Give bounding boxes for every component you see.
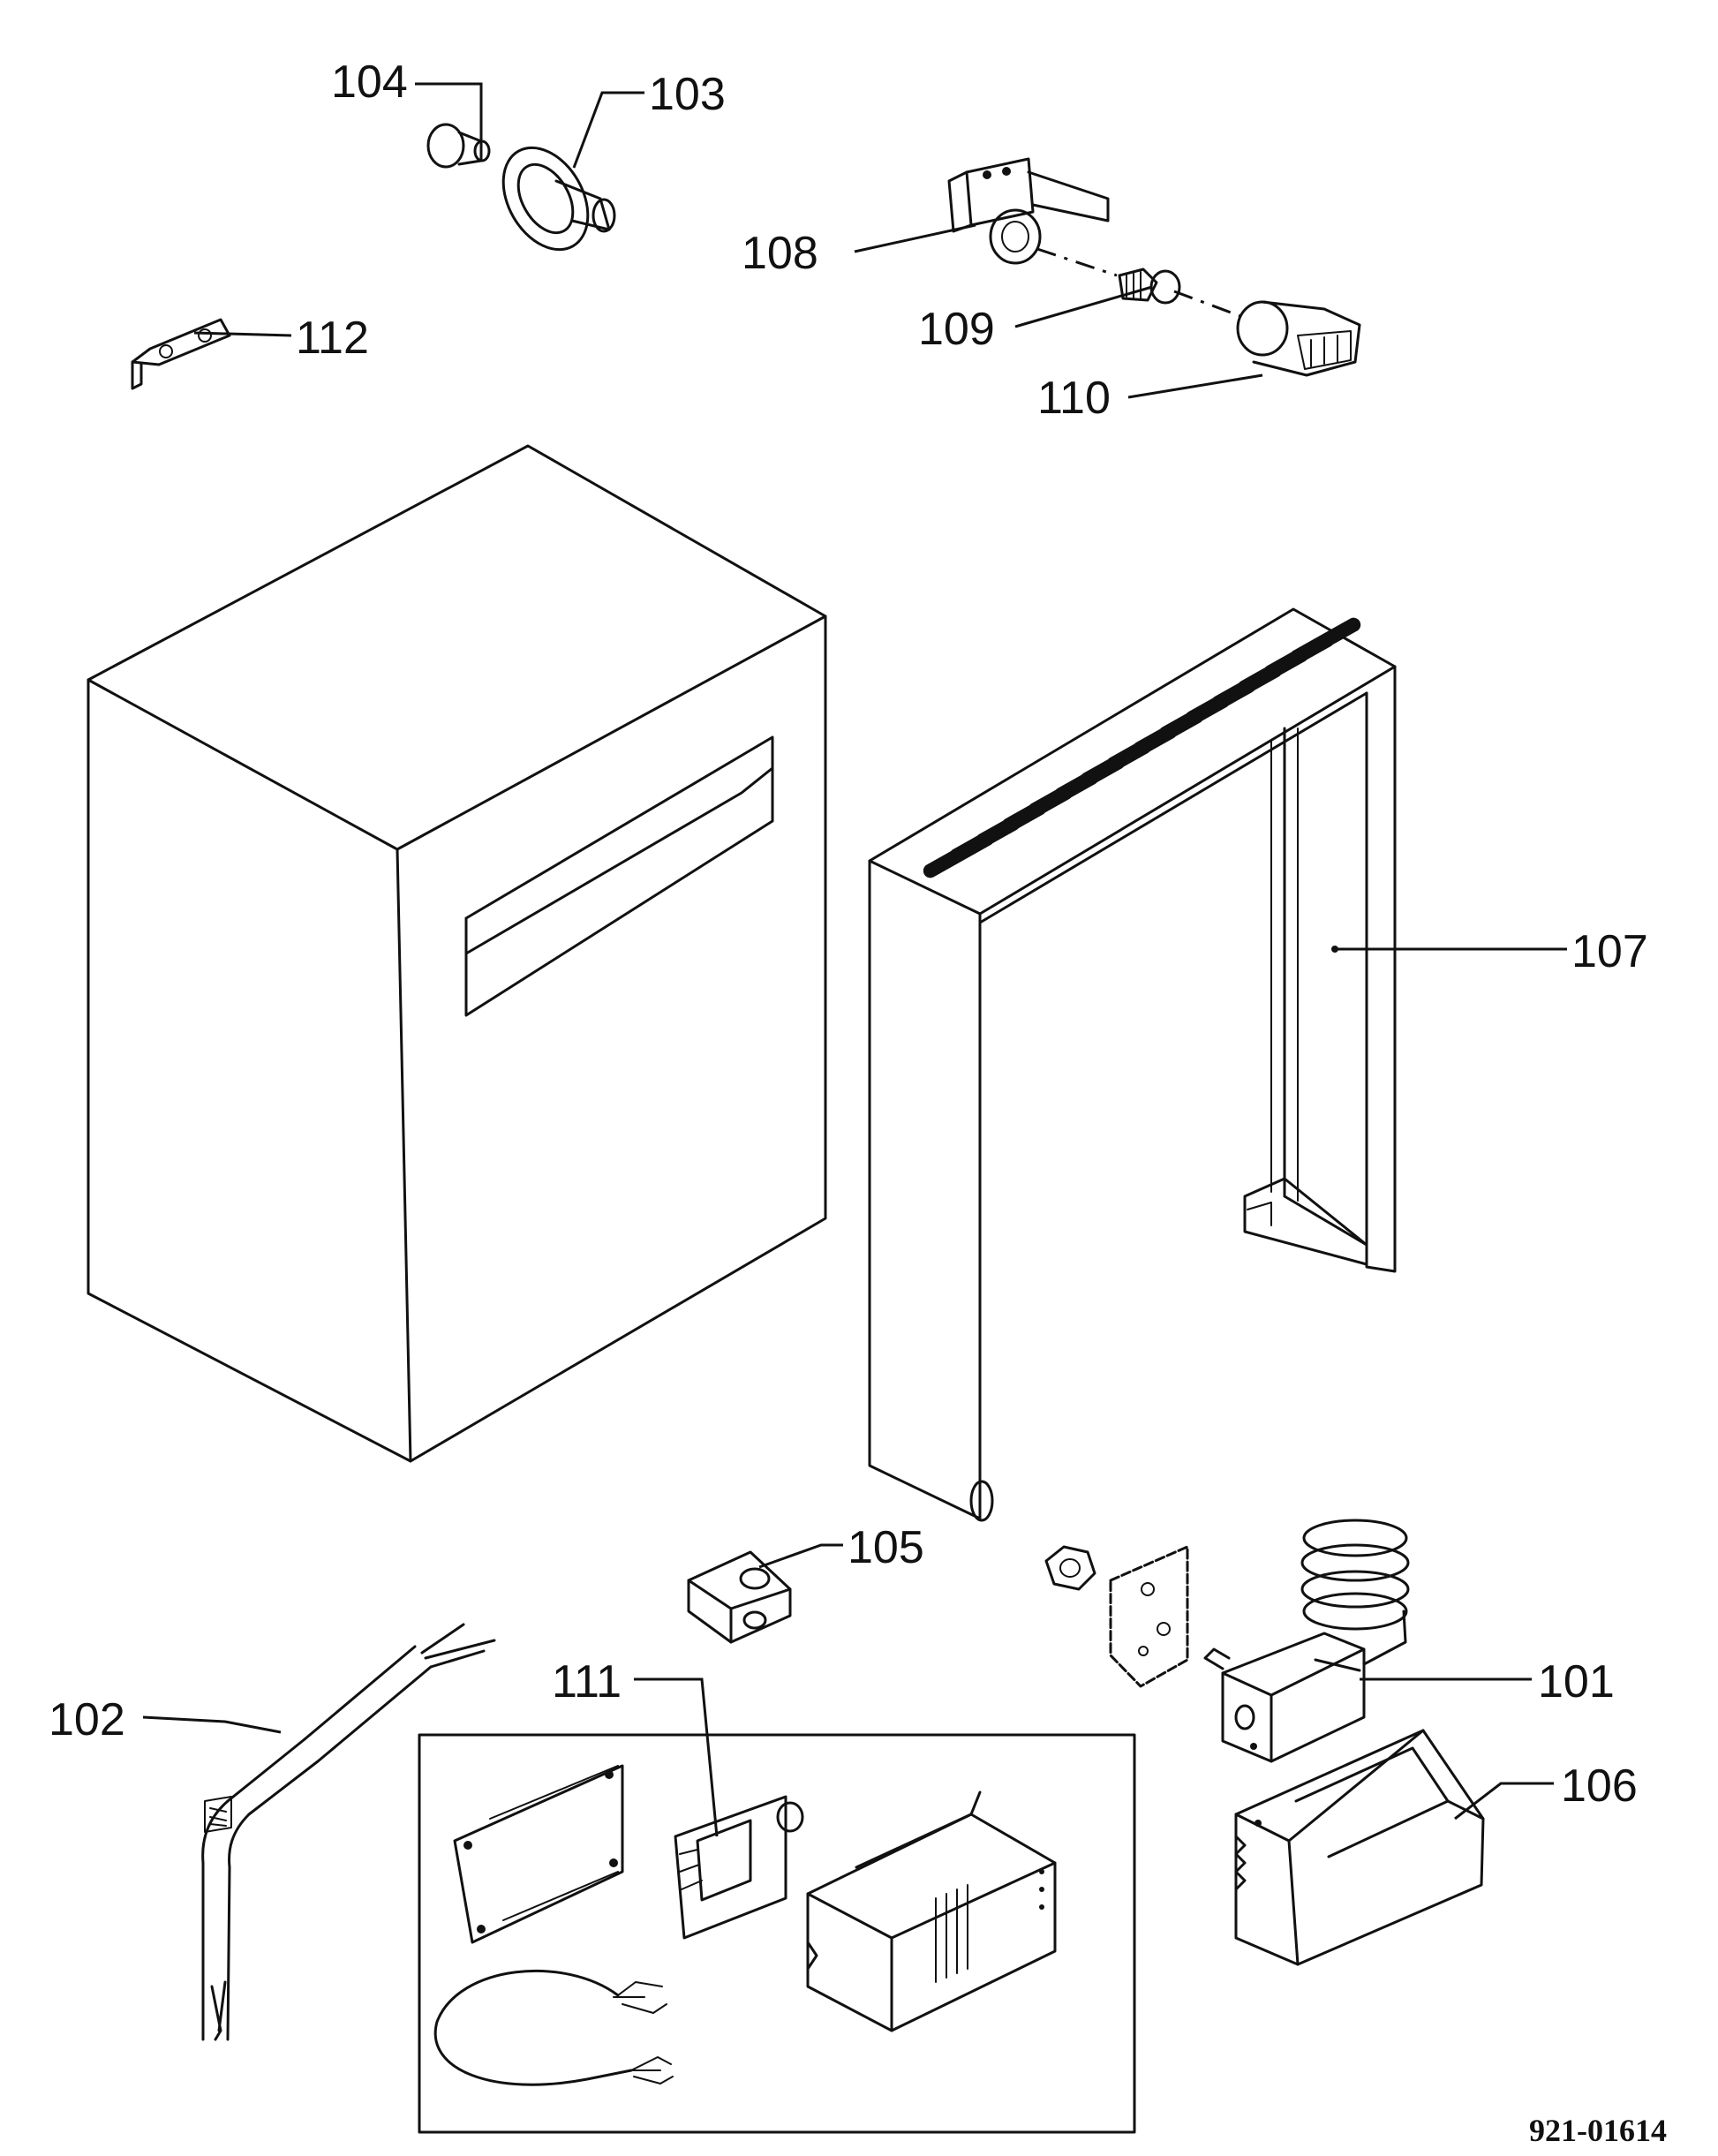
document-reference: 921-01614 bbox=[1529, 2113, 1667, 2148]
callout-109: 109 bbox=[918, 304, 995, 355]
callout-108: 108 bbox=[742, 228, 818, 279]
part-103-knob-with-shaft bbox=[501, 146, 616, 252]
nut bbox=[1044, 1545, 1096, 1591]
part-108-lamp-holder bbox=[947, 157, 1110, 265]
part-102-cable bbox=[201, 1623, 496, 2041]
callout-103: 103 bbox=[649, 69, 726, 120]
part-106-cover bbox=[1234, 1729, 1485, 1966]
callout-107: 107 bbox=[1571, 926, 1648, 977]
callout-111: 111 bbox=[552, 1656, 622, 1707]
leader-lines bbox=[142, 82, 1567, 1837]
part-112-bracket bbox=[131, 318, 231, 390]
callout-labels: 104 103 112 108 109 110 107 105 102 111 … bbox=[49, 57, 1648, 1812]
part-105-cable-clamp bbox=[687, 1550, 792, 1644]
callout-102: 102 bbox=[49, 1694, 125, 1745]
alignment-line bbox=[1036, 247, 1241, 318]
part-110-lamp-cover bbox=[1236, 300, 1361, 377]
vent-slots bbox=[923, 617, 1361, 878]
callout-104: 104 bbox=[331, 57, 408, 108]
callout-112: 112 bbox=[296, 313, 369, 364]
callout-106: 106 bbox=[1561, 1760, 1638, 1812]
mounting-plate bbox=[1109, 1545, 1189, 1688]
callout-101: 101 bbox=[1538, 1656, 1615, 1707]
vent-slot bbox=[1290, 617, 1361, 664]
part-107-front-frame bbox=[868, 607, 1397, 1522]
cabinet-box bbox=[87, 444, 827, 1463]
part-101-thermostat bbox=[1203, 1519, 1410, 1763]
part-111-electronics-kit bbox=[418, 1733, 1136, 2134]
part-109-bulb bbox=[1118, 268, 1181, 305]
callout-105: 105 bbox=[848, 1522, 924, 1573]
callout-110: 110 bbox=[1037, 373, 1111, 424]
